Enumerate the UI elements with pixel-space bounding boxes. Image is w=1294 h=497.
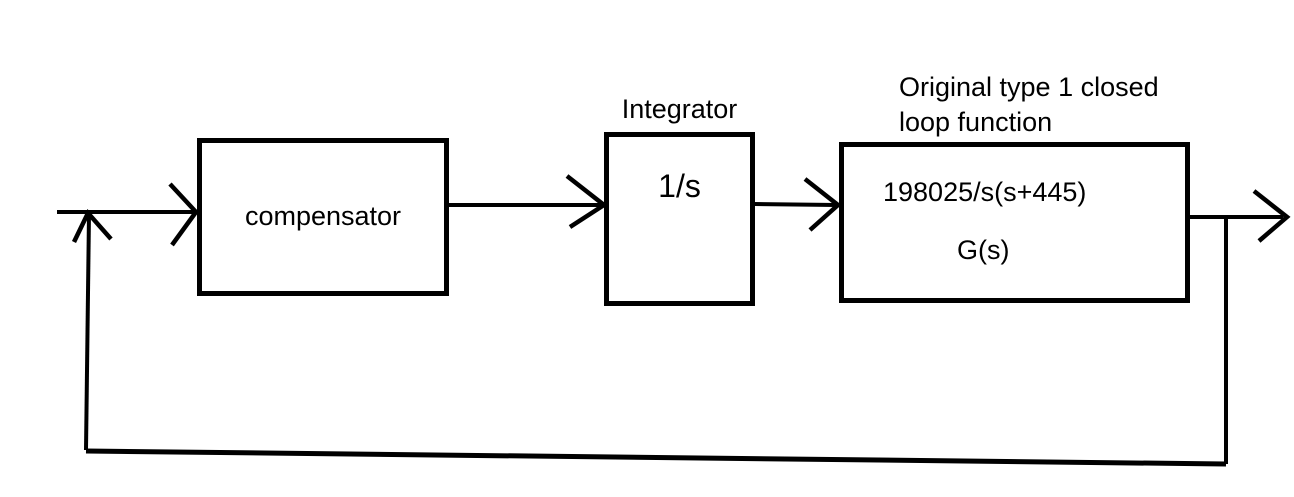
compensator-label: compensator [244, 201, 402, 232]
integrator-caption: Integrator [621, 94, 738, 124]
compensator-to-integrator-arrowhead-icon [565, 174, 608, 229]
output-arrowhead-icon [1252, 189, 1291, 243]
plant-caption: Original type 1 closed loop function [899, 70, 1159, 140]
plant-transfer-function-label: 198025/s(s+445) [883, 177, 1087, 207]
feedback-left-line [84, 213, 91, 451]
integrator-to-plant-line [754, 202, 837, 207]
block-plant [839, 142, 1190, 303]
block-integrator [604, 132, 755, 306]
input-arrowhead-icon [168, 182, 199, 247]
integrator-to-plant-arrowhead-icon [803, 177, 842, 232]
plant-caption-line1: Original type 1 closed [899, 72, 1159, 102]
feedback-bottom-line [85, 448, 1227, 467]
block-compensator: compensator [197, 138, 449, 296]
plant-caption-line2: loop function [899, 107, 1053, 137]
feedback-up-arrowhead-icon [71, 208, 113, 243]
plant-gs-label: G(s) [957, 235, 1010, 265]
integrator-label: 1/s [658, 168, 701, 204]
